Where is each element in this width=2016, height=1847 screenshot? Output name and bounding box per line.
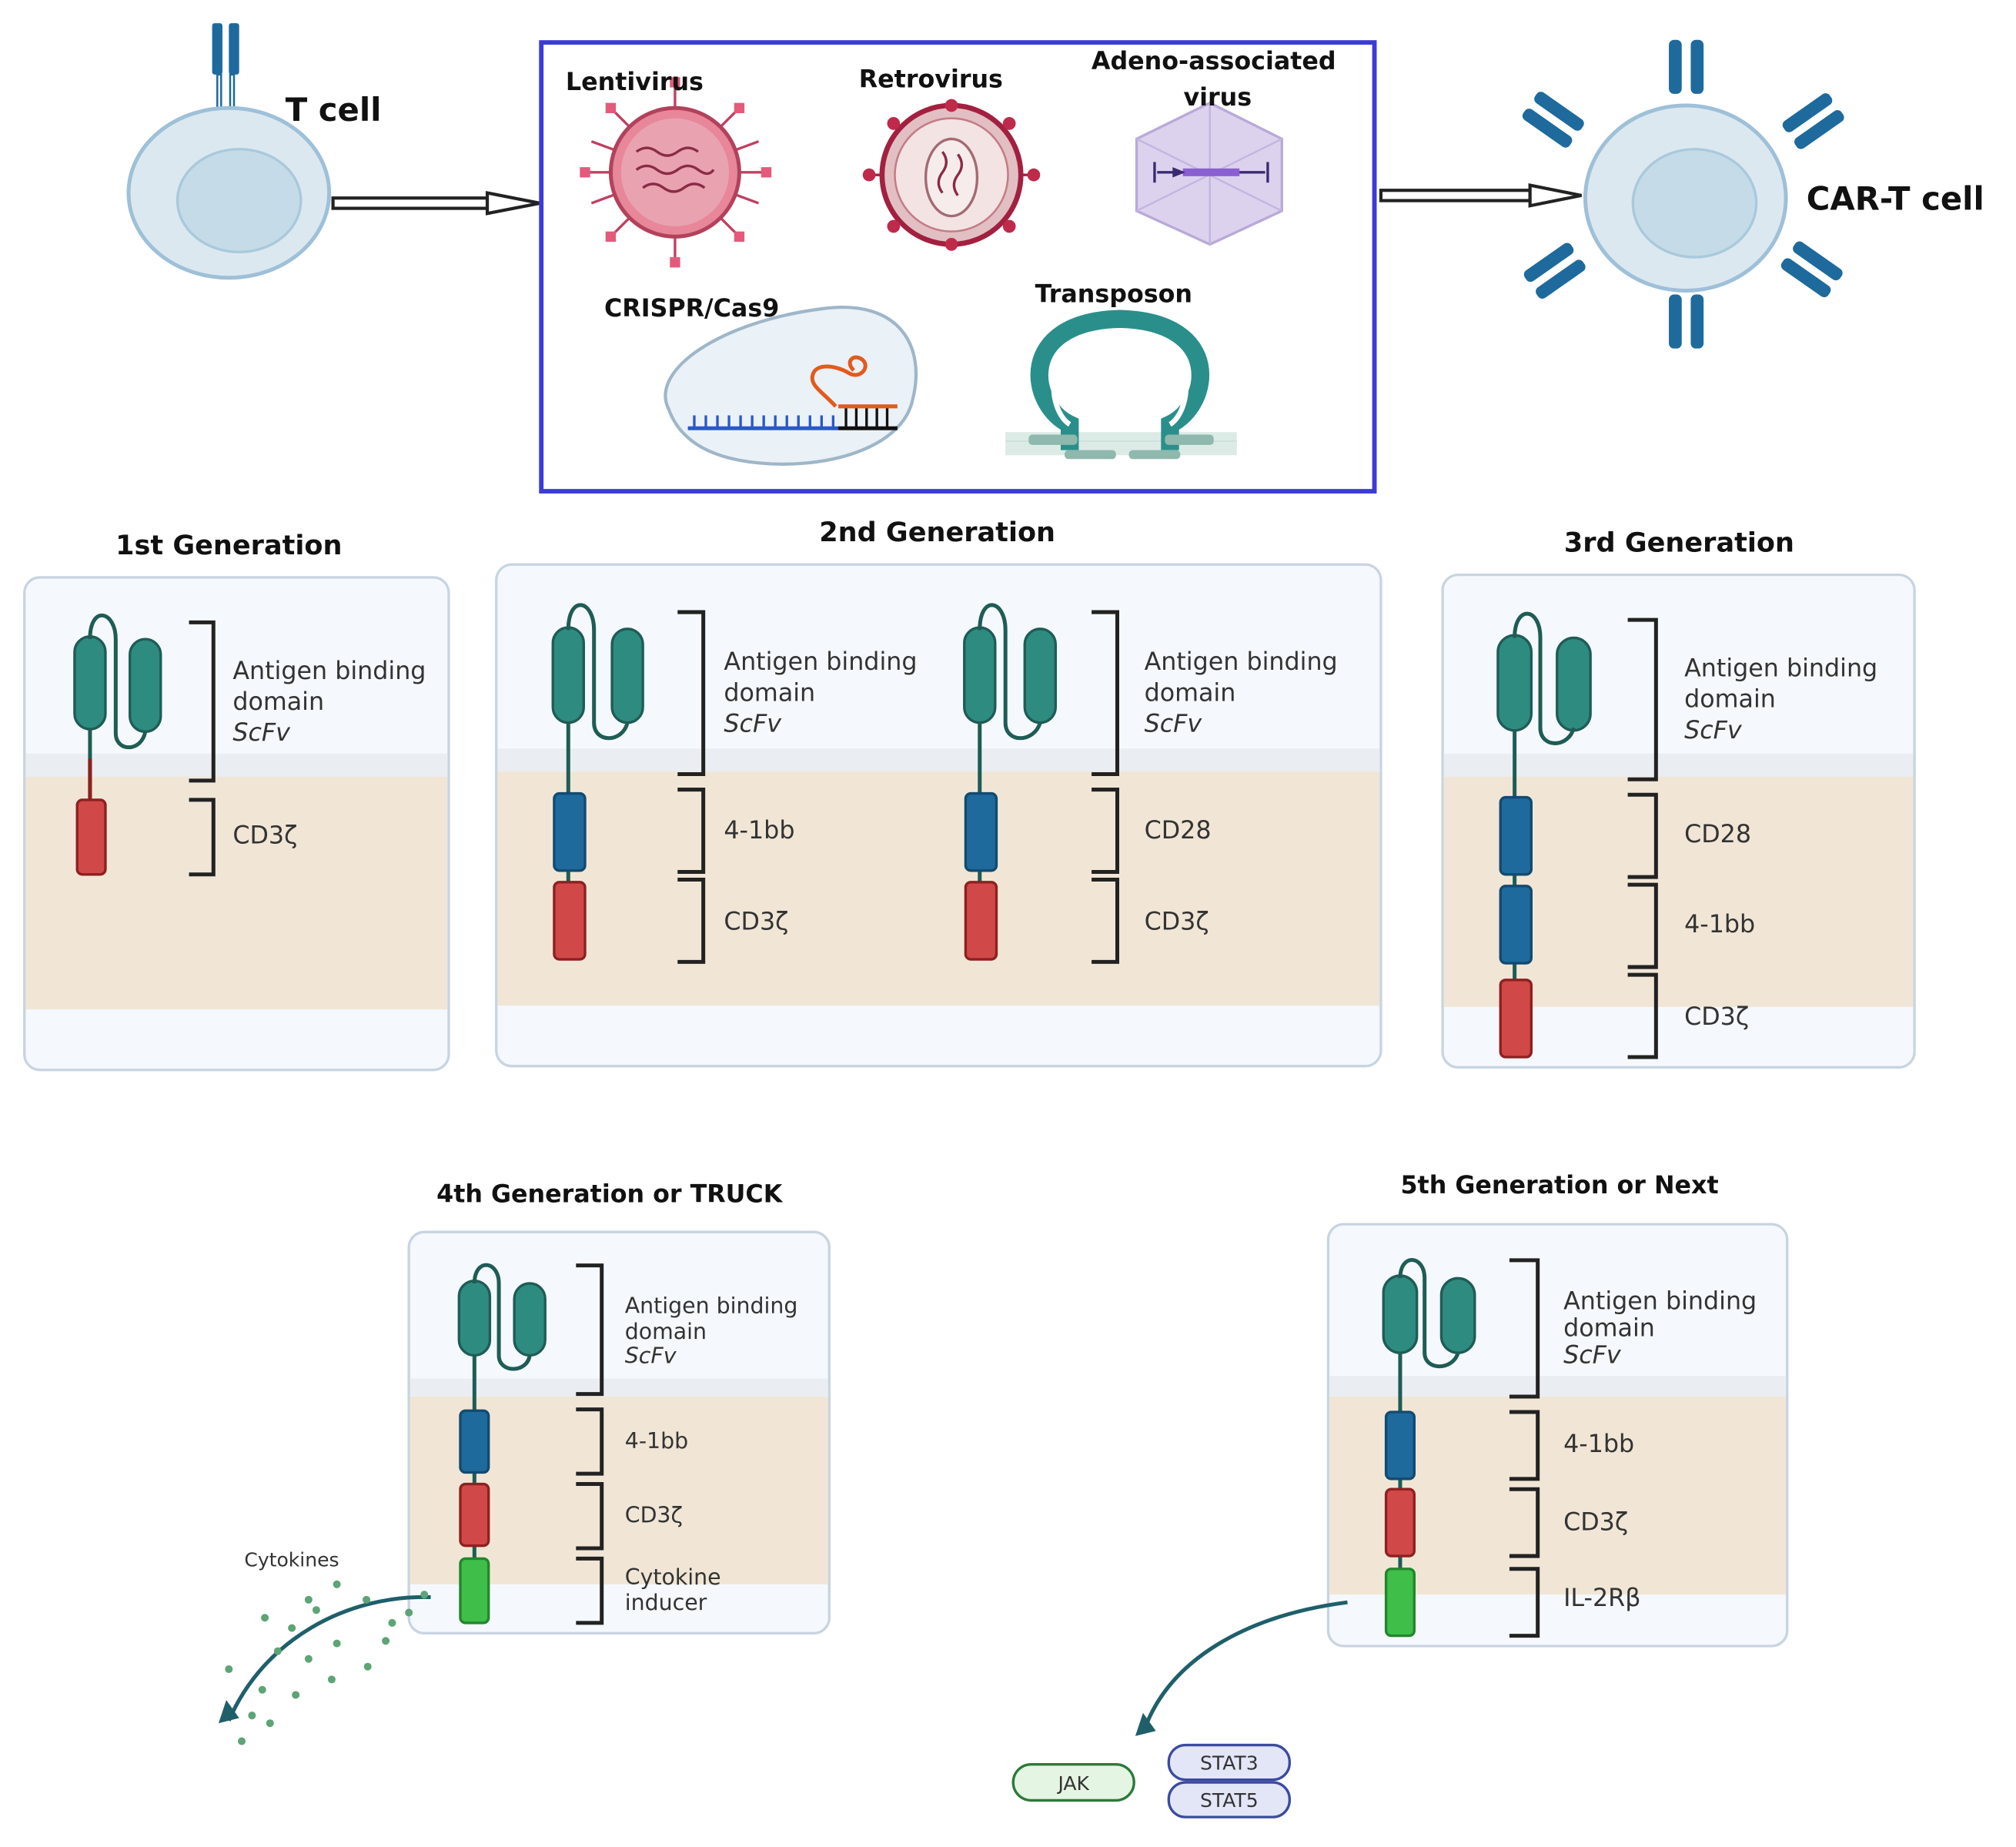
gen3-binding-line2: domain	[1684, 686, 1776, 714]
gen4-scfv: ScFv	[625, 1343, 677, 1369]
gen2-left-domain-41bb: 4-1bb	[724, 817, 794, 845]
gen2-title: 2nd Generation	[819, 517, 1055, 548]
t-cell-label: T cell	[286, 91, 382, 129]
gen5-domain-41bb: 4-1bb	[1563, 1430, 1634, 1458]
gen1-title: 1st Generation	[115, 530, 342, 561]
gen2-right-scfv: ScFv	[1145, 710, 1203, 738]
gen1-binding-line1: Antigen binding	[232, 657, 426, 685]
retrovirus-icon	[862, 99, 1041, 251]
gen4-inducer-line1: Cytokine	[625, 1564, 721, 1590]
lentivirus-icon	[580, 77, 772, 268]
crispr-cas9-icon	[664, 306, 918, 466]
jak-stat-signaling	[1011, 1600, 1348, 1819]
gen2-right-binding-line2: domain	[1145, 679, 1236, 707]
cytokines-release	[218, 1580, 431, 1745]
gen3-title: 3rd Generation	[1564, 527, 1794, 559]
gen2-right-domain-cd28: CD28	[1145, 817, 1212, 845]
gen5-scfv: ScFv	[1563, 1342, 1622, 1370]
crispr-label: CRISPR/Cas9	[604, 295, 779, 323]
gen4-domain-cd3z: CD3ζ	[625, 1503, 683, 1528]
car-t-label: CAR-T cell	[1807, 179, 1984, 217]
gen1-panel	[23, 576, 450, 1072]
gen3-domain-cd28: CD28	[1684, 821, 1751, 848]
stat5-label: STAT5	[1200, 1789, 1259, 1812]
gen4-domain-41bb: 4-1bb	[625, 1428, 688, 1454]
stat3-label: STAT3	[1200, 1752, 1259, 1774]
gen4-panel	[407, 1230, 831, 1635]
gen2-right-domain-cd3z: CD3ζ	[1145, 908, 1209, 936]
aav-icon	[1135, 101, 1283, 246]
t-cell: T cell	[126, 23, 382, 280]
transposon-icon	[1005, 310, 1237, 460]
gen5-binding-line2: domain	[1563, 1314, 1655, 1342]
gen2-panel	[495, 563, 1382, 1068]
gen5-binding-line1: Antigen binding	[1563, 1287, 1757, 1315]
gen5-panel	[1326, 1223, 1789, 1648]
gen2-left-binding-line1: Antigen binding	[724, 648, 917, 676]
aav-label-line2: virus	[1183, 84, 1252, 112]
cytokines-label: Cytokines	[244, 1548, 339, 1571]
retrovirus-label: Retrovirus	[859, 66, 1003, 94]
gen5-title: 5th Generation or Next	[1400, 1172, 1718, 1200]
jak-label: JAK	[1056, 1772, 1089, 1795]
gen2-left-domain-cd3z: CD3ζ	[724, 908, 788, 936]
gen4-inducer-line2: inducer	[625, 1590, 707, 1615]
lentivirus-label: Lentivirus	[566, 69, 704, 96]
transposon-label: Transposon	[1035, 281, 1192, 309]
gen2-right-binding-line1: Antigen binding	[1145, 648, 1338, 676]
gen4-binding-line1: Antigen binding	[625, 1293, 798, 1318]
car-t-cell: CAR-T cell	[1520, 37, 1984, 351]
gen4-binding-line2: domain	[625, 1319, 707, 1344]
gen3-domain-cd3z: CD3ζ	[1684, 1003, 1749, 1031]
gen3-scfv: ScFv	[1684, 717, 1743, 744]
gen3-binding-line1: Antigen binding	[1684, 655, 1877, 683]
gen1-binding-line2: domain	[232, 688, 324, 716]
gen1-domain-cd3z: CD3ζ	[232, 822, 297, 850]
gen5-domain-cd3z: CD3ζ	[1563, 1509, 1628, 1537]
arrow-right-icon	[1379, 182, 1582, 208]
gen2-left-binding-line2: domain	[724, 679, 815, 707]
gen1-scfv: ScFv	[232, 719, 291, 747]
gen3-domain-41bb: 4-1bb	[1684, 911, 1755, 939]
gen5-domain-il2rb: IL-2Rβ	[1563, 1584, 1640, 1612]
gen3-panel	[1441, 573, 1916, 1069]
gen2-left-scfv: ScFv	[724, 710, 782, 738]
aav-label-line1: Adeno-associated	[1092, 48, 1336, 75]
arrow-right-icon	[331, 191, 540, 216]
gen4-title: 4th Generation or TRUCK	[436, 1181, 784, 1209]
